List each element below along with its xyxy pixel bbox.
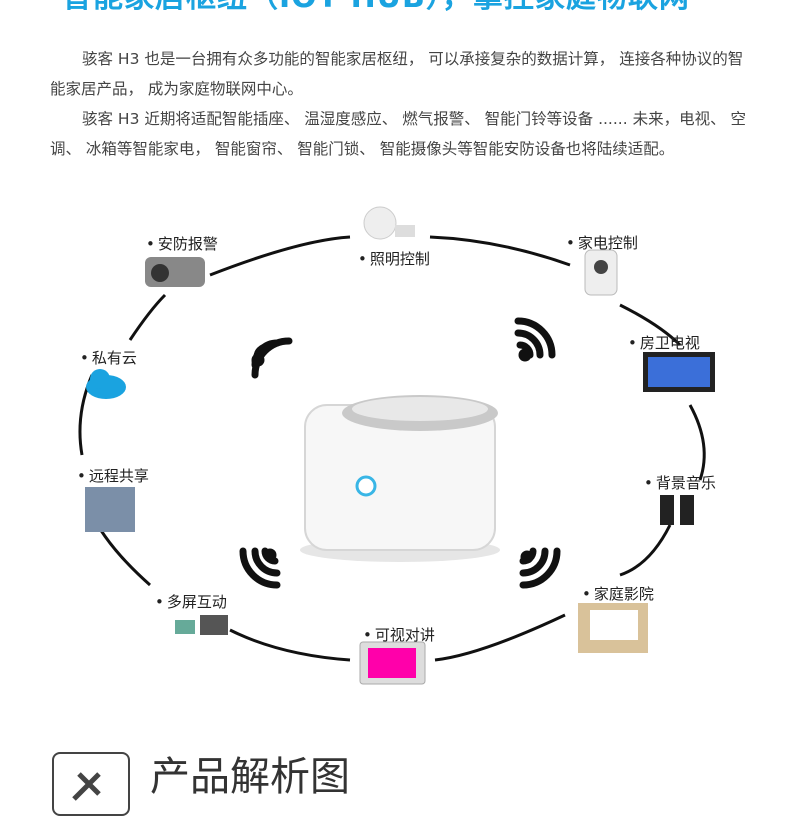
connection-ring [78,235,706,662]
wifi-icon [251,337,293,379]
label-multiscreen: 多屏互动 [155,591,227,612]
status-light-icon [355,475,377,497]
multiscreen-icon [175,615,228,635]
photo-icon [85,487,135,532]
label-music: 背景音乐 [644,472,716,493]
camera-icon [145,257,205,287]
label-security: 安防报警 [146,233,218,254]
label-tv: 房卫电视 [628,332,700,353]
label-video-intercom: 可视对讲 [363,624,435,645]
label-remote-share: 远程共享 [77,465,149,486]
wifi-icon [514,317,556,362]
intercom-icon [359,641,426,685]
hub-device [300,395,500,562]
label-appliance: 家电控制 [566,232,638,253]
webcam-icon [584,249,618,296]
paragraph-2: 骇客 H3 近期将适配智能插座、 温湿度感应、 燃气报警、 智能门铃等设备 ..… [50,110,746,158]
projector-icon [578,603,648,653]
cloud-icon [86,369,126,399]
tv-icon [643,352,715,392]
diagram-canvas [78,206,715,685]
tools-icon [52,752,130,816]
section-title: 产品解析图 [150,754,350,800]
bulb-icon [363,206,415,240]
iot-hub-diagram: 安防报警 照明控制 家电控制 私有云 房卫电视 远程共享 背景音乐 多屏互动 家… [0,195,790,715]
speaker-icon [660,495,694,525]
label-home-theater: 家庭影院 [582,583,654,604]
section-heading: 智能家居枢纽（IOT HUB），掌控家庭物联网 [62,0,762,20]
label-private-cloud: 私有云 [80,347,137,368]
label-lighting: 照明控制 [358,248,430,269]
wifi-icon [519,547,561,589]
wifi-icon [239,547,281,589]
paragraph-1: 骇客 H3 也是一台拥有众多功能的智能家居枢纽， 可以承接复杂的数据计算， 连接… [50,50,744,98]
